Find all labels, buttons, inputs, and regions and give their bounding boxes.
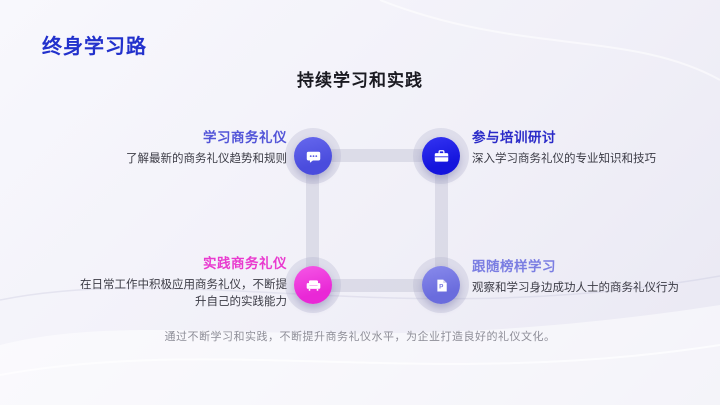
node-description: 观察和学习身边成功人士的商务礼仪行为 bbox=[472, 282, 679, 294]
node-description: 深入学习商务礼仪的专业知识和技巧 bbox=[472, 153, 656, 165]
svg-text:P: P bbox=[439, 283, 443, 290]
sofa-icon bbox=[304, 276, 323, 295]
node-circle-training bbox=[422, 137, 460, 175]
section-title: 持续学习和实践 bbox=[297, 71, 423, 90]
slide-caption: 通过不断学习和实践，不断提升商务礼仪水平，为企业打造良好的礼仪文化。 bbox=[164, 331, 556, 343]
connector-square bbox=[306, 149, 448, 292]
node-title: 学习商务礼仪 bbox=[203, 130, 287, 145]
node-circle-role-model: P bbox=[422, 266, 460, 304]
node-circle-practice bbox=[294, 266, 332, 304]
node-text-practice: 实践商务礼仪 在日常工作中积极应用商务礼仪，不断提升自己的实践能力 bbox=[74, 252, 287, 312]
page-title: 终身学习路 bbox=[42, 36, 147, 58]
node-text-training: 参与培训研讨 深入学习商务礼仪的专业知识和技巧 bbox=[472, 126, 697, 168]
node-description: 在日常工作中积极应用商务礼仪，不断提升自己的实践能力 bbox=[80, 279, 287, 309]
node-text-learn: 学习商务礼仪 了解最新的商务礼仪趋势和规则 bbox=[72, 126, 287, 168]
node-description: 了解最新的商务礼仪趋势和规则 bbox=[126, 153, 287, 165]
node-text-role-model: 跟随榜样学习 观察和学习身边成功人士的商务礼仪行为 bbox=[472, 255, 707, 297]
node-circle-learn bbox=[294, 137, 332, 175]
node-title: 跟随榜样学习 bbox=[472, 259, 556, 274]
document-p-icon: P bbox=[432, 276, 451, 295]
chat-bubble-icon bbox=[304, 147, 323, 166]
node-title: 参与培训研讨 bbox=[472, 130, 556, 145]
node-title: 实践商务礼仪 bbox=[203, 256, 287, 271]
briefcase-icon bbox=[432, 147, 451, 166]
